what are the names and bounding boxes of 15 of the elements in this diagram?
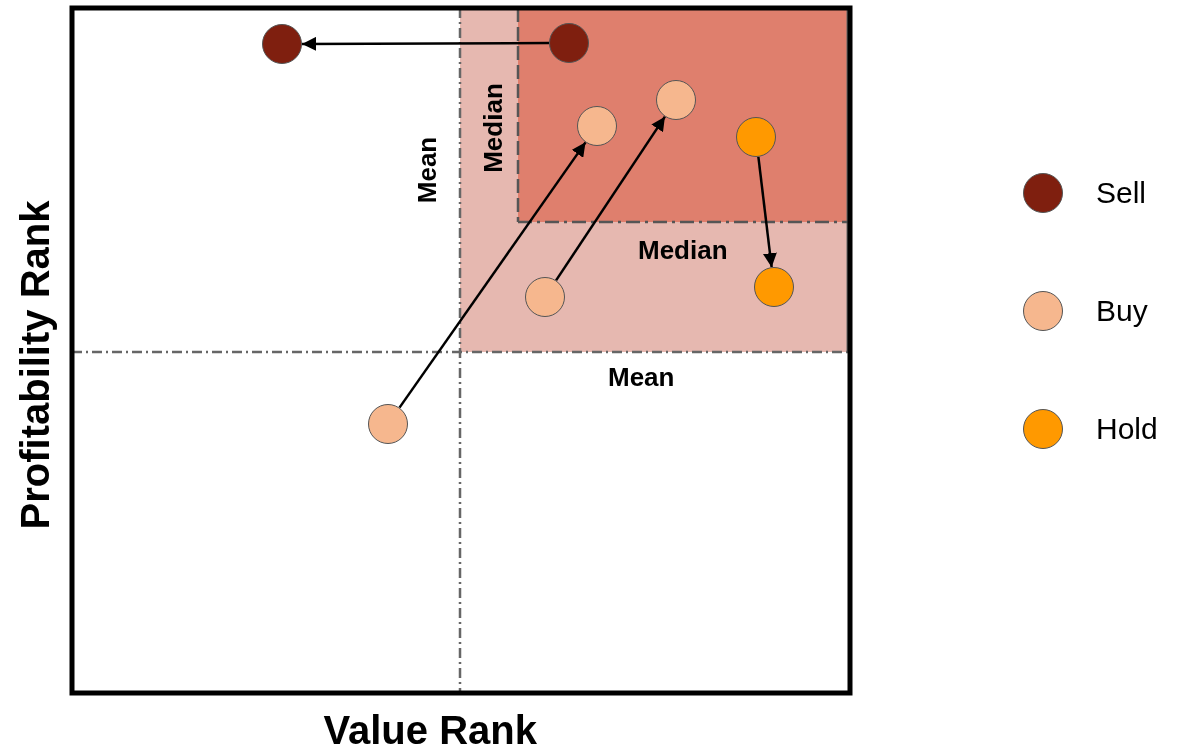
circle-marker bbox=[262, 24, 302, 64]
threshold-label: Median bbox=[479, 83, 506, 173]
legend-label: Hold bbox=[1096, 414, 1158, 444]
arrow bbox=[555, 115, 666, 282]
arrow bbox=[757, 156, 777, 268]
axis-title: Profitability Rank bbox=[15, 200, 55, 530]
circle-marker bbox=[368, 404, 408, 444]
threshold-label: Median bbox=[638, 237, 728, 263]
threshold-label: Mean bbox=[414, 136, 441, 204]
arrow bbox=[398, 141, 587, 409]
legend-label: Buy bbox=[1096, 296, 1148, 326]
arrow bbox=[302, 36, 549, 51]
threshold-label: Mean bbox=[608, 364, 675, 390]
legend-label: Sell bbox=[1096, 178, 1147, 208]
axis-title: Value Rank bbox=[323, 710, 537, 750]
